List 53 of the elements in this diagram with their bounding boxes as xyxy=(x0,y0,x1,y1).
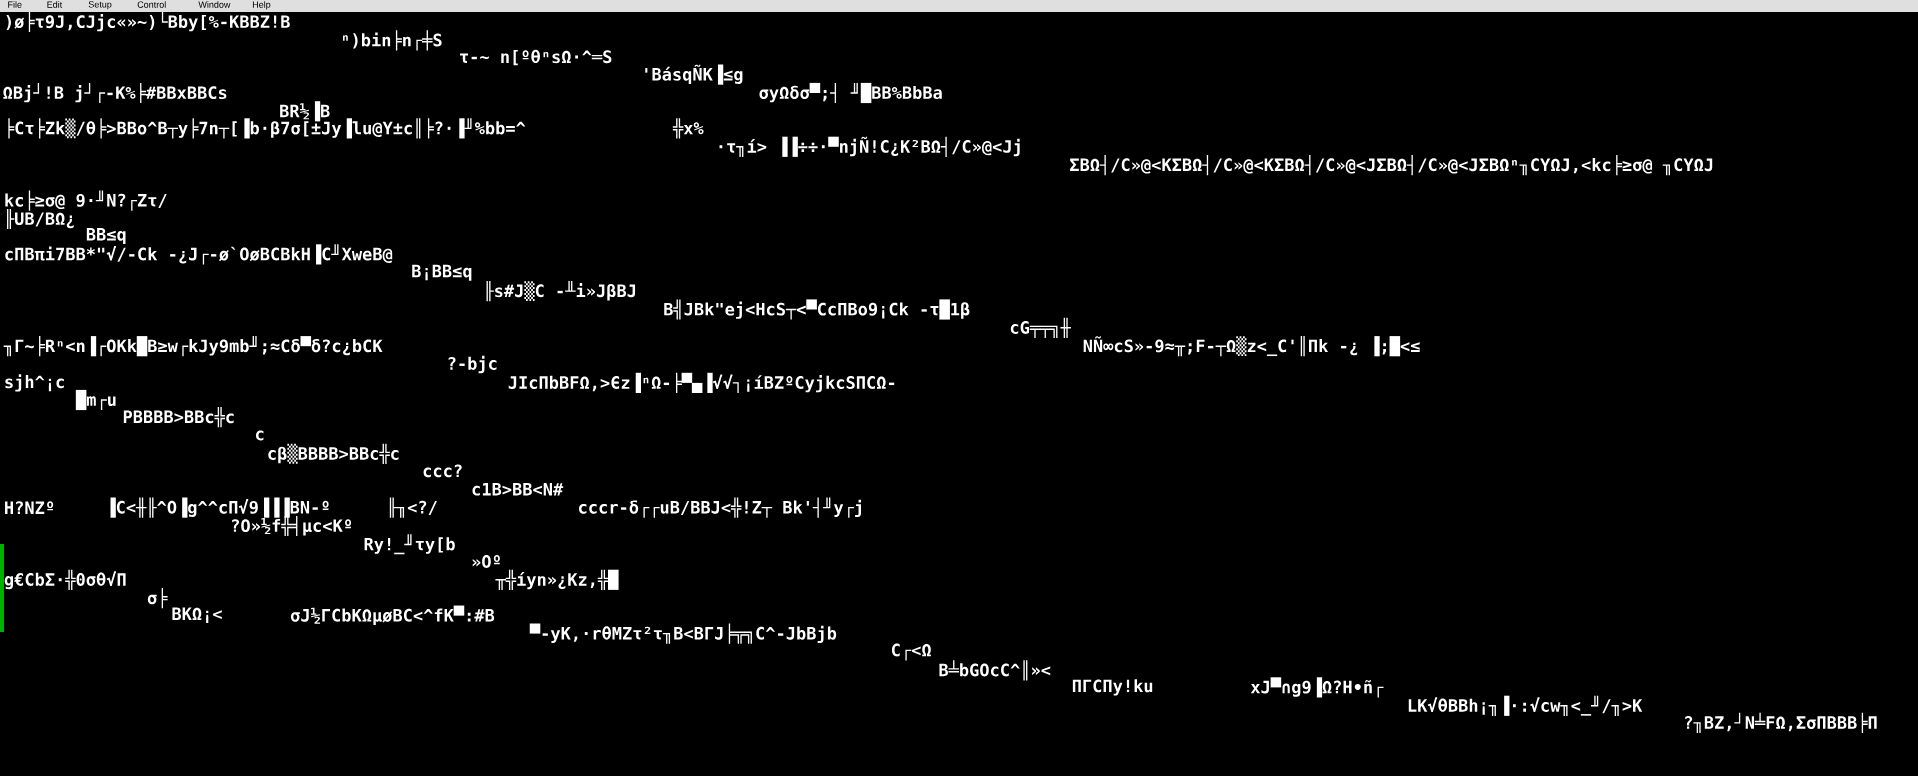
terminal-text: H?NZº xyxy=(5,501,54,514)
terminal-text: ΠΓCΠy!ku xyxy=(1072,679,1153,696)
menu-item: Help xyxy=(252,1,271,10)
menu-item: Setup xyxy=(88,1,112,10)
terminal-text: »Oº xyxy=(472,555,500,568)
terminal-text: σ╞ xyxy=(147,588,168,609)
terminal-text: )ø╞τ9J,CJjc«»~)└Bby[%-KBBZ!B xyxy=(6,11,290,33)
terminal-text: ?O»½f╬╡µc<Kº xyxy=(232,515,352,537)
menu-item: File xyxy=(8,1,22,8)
terminal-text: σJ½ΓCbKΩµøBC<^fK▀:#B xyxy=(290,605,495,626)
terminal-text: ╟UB/BΩ¿ xyxy=(7,208,74,230)
terminal-text: c xyxy=(256,430,264,441)
terminal-text: PBBBB>BBc╬c xyxy=(123,407,234,428)
terminal-text: BB≤q xyxy=(86,228,126,245)
terminal-text: ?╖BZ,┘N╧FΩ,ΣσΠBBB╞Π xyxy=(1685,712,1877,733)
terminal-text: B╧bGOcC^║»< xyxy=(939,660,1051,681)
terminal-text: ╬x% xyxy=(672,118,704,139)
terminal-text: xJ▀∩g9▐Ω?H•ñ┌ xyxy=(1250,677,1384,698)
terminal-text: τ-~ n[ºθⁿsΩ·^═S xyxy=(460,49,612,66)
terminal-text: JIcΠbBFΩ,>Єz▐ⁿΩ-╞▀▄▐√√┐¡íBZºCyjkcSΠCΩ- xyxy=(508,372,895,393)
terminal-text: cβ▒BBBB>BBc╬c xyxy=(268,443,399,464)
terminal-text: Ry!_╜τy[b xyxy=(364,534,455,555)
terminal-text: ⁿ)bin╞n┌╪S xyxy=(343,30,442,51)
terminal-text: LK√θBBh¡╖▐·:√cw╖<_╜/╖>K xyxy=(1408,695,1643,716)
terminal-text: sjh^¡c xyxy=(5,374,64,392)
terminal-text: 'BásqÑK▐≤g xyxy=(645,64,743,85)
terminal-text: ▀-yK,·rθMZτ²τ╖B<BΓJ╞╦╗C^-JbBjb xyxy=(529,623,837,644)
menu-item: Edit xyxy=(47,1,63,8)
menu-item: Control xyxy=(137,1,166,8)
terminal-text: ╥╬íyn»¿Kz,╬█ xyxy=(495,569,619,590)
terminal-text: σyΩδσ▀;┤ ╜█BB%BbBa xyxy=(759,82,942,104)
terminal-text: C┌<Ω xyxy=(891,643,931,661)
terminal-text: cG╤╤╗╫ xyxy=(1010,317,1071,338)
terminal-text: c1B>BB<N# xyxy=(472,482,564,496)
terminal-text: B╣JBk"ej<HcS┬<▀CcΠBo9¡Ck -τ█1β xyxy=(664,299,970,320)
terminal-text: ΩBj┘!B j┘┌-K%╞#BBxBBCs xyxy=(3,82,227,104)
terminal-text: BKΩ¡< xyxy=(172,607,222,624)
terminal-text: kc╞≥σ@ 9·╜N?┌Zτ/ xyxy=(5,190,167,211)
terminal-text: cccr-δ┌┌uB/BBJ<╬!Z┬ Bk'┤╜y┌j xyxy=(579,497,861,518)
terminal-text: ▐C<╫╟^O▐g^^cΠ√9▐▐▐BN-º xyxy=(110,497,329,518)
terminal-text: ╖Γ~╞Rⁿ<n▐┌OKk█B≥w┌kJy9mb╜;≈Cδ▀δ?c¿bCK xyxy=(3,336,383,357)
terminal-text: ╟╖<?/ xyxy=(389,497,437,518)
terminal-text: █m┌u xyxy=(75,389,116,411)
terminal-text: ΣBΩ┤/C»@<KΣBΩ┤/C»@<KΣBΩ┤/C»@<JΣBΩ┤/C»@<JΣBΩⁿ╖CYΩJ,<kc╞≥σ@ ╖CYΩJ xyxy=(1070,155,1713,176)
terminal-text: ccc? xyxy=(423,464,462,478)
terminal-text: g€CbΣ·╬0σθ√Π xyxy=(4,569,126,590)
terminal-text: NÑ∞cS»-9≈╥;F-┬Ω▒z<_C'║Πk -¿ ▐;█<≤ xyxy=(1083,336,1420,357)
terminal-text: B¡BB≤q xyxy=(412,264,472,281)
terminal-text: ·τ╖í> ▐▐÷÷·▀njÑ!C¿K²BΩ┤/C»@<Jj xyxy=(719,136,1020,157)
terminal-text: ?-bjc xyxy=(448,355,497,374)
menu-item: Window xyxy=(198,1,231,8)
terminal-text: cΠBπi7BB*"√/-Ck -¿J┌-ø`OøBCBkH▐C╜XweB@ xyxy=(5,244,393,265)
terminal-text: ╟s#J▒C -╨i»JβBJ xyxy=(486,281,636,302)
